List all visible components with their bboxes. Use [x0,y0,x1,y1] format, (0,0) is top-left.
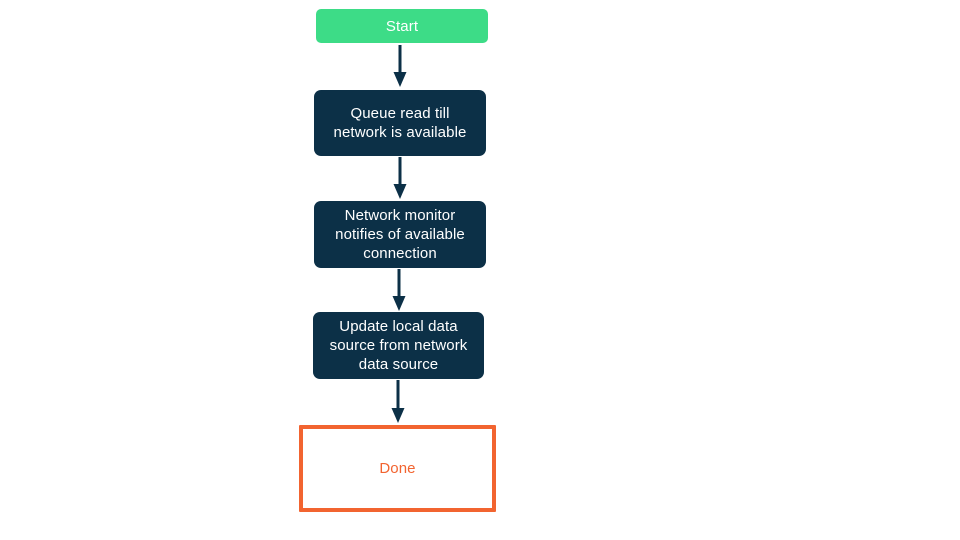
node-update-local-data-source[interactable]: Update local data source from network da… [313,312,484,379]
node-network-monitor[interactable]: Network monitor notifies of available co… [314,201,486,268]
node-queue-read-label: Queue read till network is available [333,105,467,141]
arrow-queue-to-monitor [392,157,408,200]
node-done-label: Done [379,460,416,477]
arrow-update-to-done [390,380,406,425]
node-start[interactable]: Start [316,9,488,43]
node-update-local-data-source-label: Update local data source from network da… [329,318,468,373]
node-queue-read[interactable]: Queue read till network is available [314,90,486,156]
node-done[interactable]: Done [299,425,496,512]
node-start-label: Start [385,17,419,35]
node-network-monitor-label: Network monitor notifies of available co… [335,207,465,262]
arrow-monitor-to-update [391,269,407,312]
arrow-start-to-queue [392,45,408,88]
